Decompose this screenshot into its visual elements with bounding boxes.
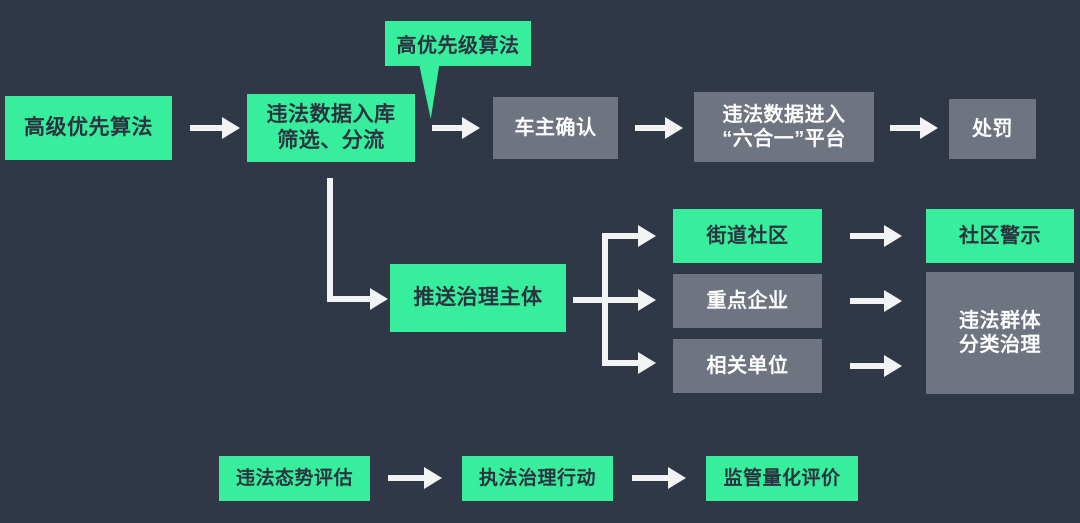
node-owner-confirmation[interactable]: 车主确认 xyxy=(493,97,618,159)
node-community-warning[interactable]: 社区警示 xyxy=(926,209,1074,263)
node-key-enterprise[interactable]: 重点企业 xyxy=(673,274,822,328)
connector-intake-right xyxy=(327,296,375,302)
node-violator-group-classified-governance[interactable]: 违法群体 分类治理 xyxy=(926,272,1074,394)
node-illegal-data-intake[interactable]: 违法数据入库 筛选、分流 xyxy=(247,94,415,162)
splitter-stem xyxy=(573,297,611,303)
node-enforcement-governance-action[interactable]: 执法治理行动 xyxy=(462,456,613,501)
node-violation-situation-assessment[interactable]: 违法态势评估 xyxy=(219,456,370,501)
callout-tail-icon xyxy=(419,65,451,119)
node-push-governance-entity[interactable]: 推送治理主体 xyxy=(390,264,566,332)
node-six-in-one-platform[interactable]: 违法数据进入 “六合一”平台 xyxy=(694,92,874,162)
splitter-branch-middle xyxy=(602,297,642,303)
node-regulatory-quantitative-evaluation[interactable]: 监管量化评价 xyxy=(706,456,858,501)
splitter-branch-bottom xyxy=(602,360,642,366)
connector-intake-down xyxy=(327,178,333,302)
arrowhead-branch-street-community xyxy=(638,225,656,247)
node-advanced-priority-algorithm[interactable]: 高级优先算法 xyxy=(5,96,172,160)
node-penalty[interactable]: 处罚 xyxy=(949,99,1036,159)
node-street-community[interactable]: 街道社区 xyxy=(673,209,822,263)
arrowhead-branch-key-enterprise xyxy=(638,289,656,311)
callout-high-priority-algorithm: 高优先级算法 xyxy=(385,21,531,66)
arrowhead-branch-related-unit xyxy=(638,352,656,374)
splitter-branch-top xyxy=(602,233,642,239)
node-related-unit[interactable]: 相关单位 xyxy=(673,339,822,393)
arrowhead-to-push-entity xyxy=(370,288,388,310)
